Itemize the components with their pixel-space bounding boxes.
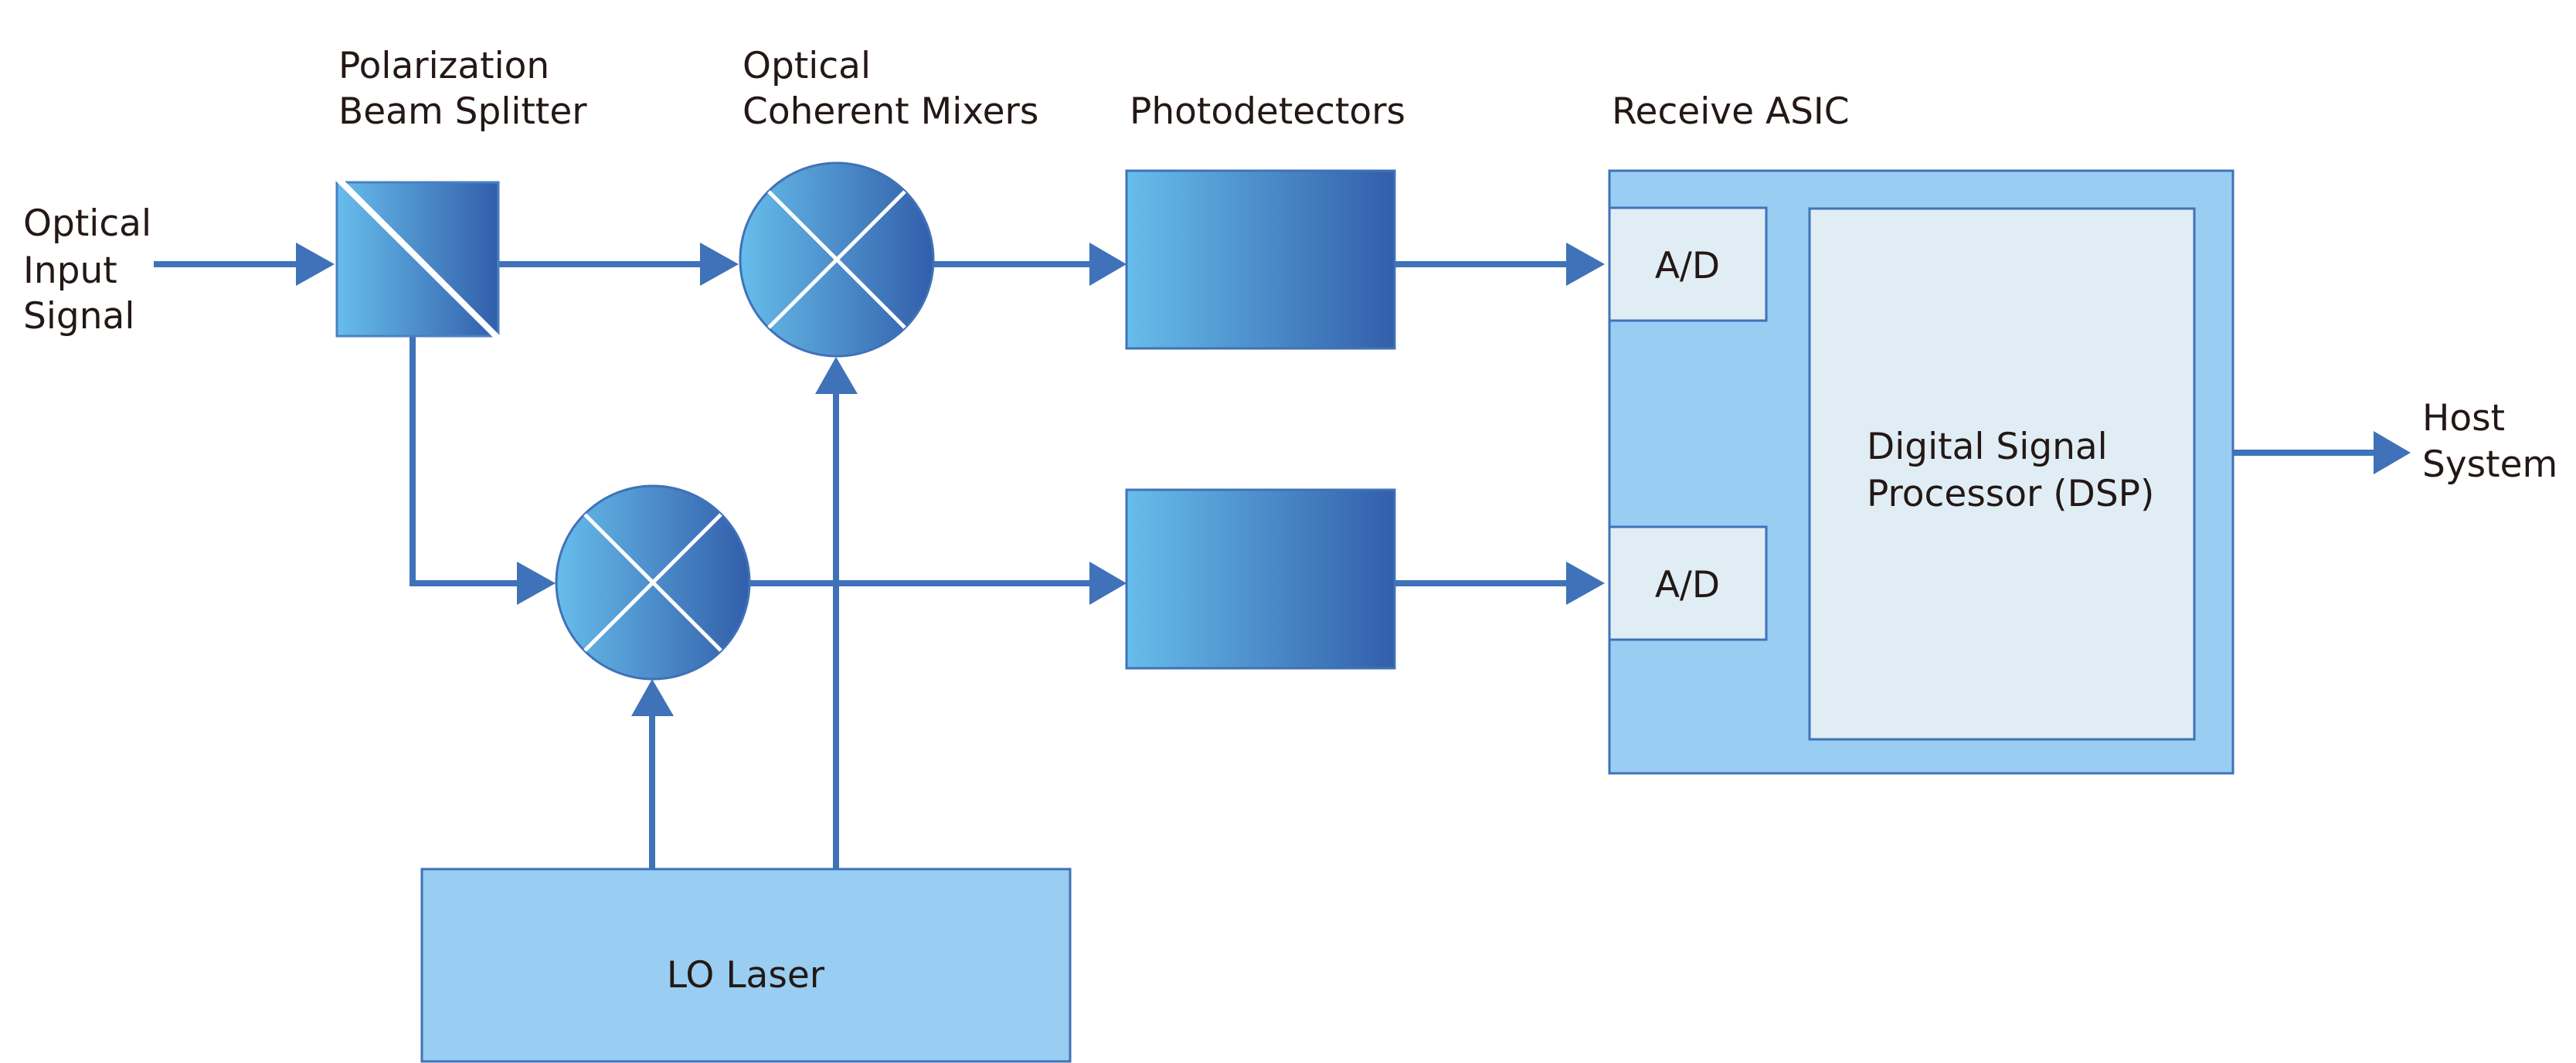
host-label-line2: System [2422,443,2557,486]
mixers-label-line1: Optical [743,45,871,87]
dsp-block [1808,207,2196,741]
input-label-line3: Signal [23,295,134,338]
arrowhead-into-splitter-icon [296,243,335,286]
mixer-cross-icon [767,190,906,329]
ad-bottom-label: A/D [1655,564,1720,606]
arrowhead-into-bottom-mixer-icon [517,562,556,605]
arrowhead-lo-to-bottom-mixer-icon [631,679,674,716]
optical-coherent-mixer-top [739,161,935,358]
arrowhead-into-ad2-icon [1566,562,1605,605]
dsp-label-line2: Processor (DSP) [1867,473,2154,515]
arrowhead-into-ad1-icon [1566,243,1605,286]
signal-wires [154,261,2376,869]
lo-laser: LO Laser [420,868,1072,1063]
ad-top-label: A/D [1655,245,1720,287]
photodetector-top [1125,169,1396,350]
arrowheads [296,243,2411,716]
splitter-label-line2: Beam Splitter [338,90,587,133]
ad-converter-top [1608,206,1768,322]
optical-coherent-mixer-bottom [555,484,751,681]
arrowhead-into-host-icon [2374,431,2411,474]
input-label-line1: Optical [23,202,151,245]
arrowhead-into-pd2-icon [1089,562,1127,605]
photodetectors-label: Photodetectors [1130,90,1405,133]
dsp-label-line1: Digital Signal [1867,426,2108,468]
mixers-label-line2: Coherent Mixers [743,90,1038,133]
host-label-line1: Host [2422,397,2505,440]
ad-converter-bottom [1608,525,1768,641]
mixer-cross-icon [583,513,722,652]
arrowhead-into-top-mixer-icon [700,243,739,286]
polarization-beam-splitter [335,177,501,341]
photodetector-bottom [1125,488,1396,670]
input-label-line2: Input [23,250,117,292]
lo-laser-label: LO Laser [667,954,825,997]
splitter-label-line1: Polarization [338,45,549,87]
arrowhead-lo-to-top-mixer-icon [815,357,858,394]
component-labels: Optical Input Signal Polarization Beam S… [23,45,2557,486]
arrowhead-into-pd1-icon [1089,243,1127,286]
splitter-diagonal-icon [336,177,501,341]
receive-asic: A/D A/D Digital Signal Processor (DSP) [1608,169,2234,775]
wire-splitter-to-bottom-mixer [410,336,519,586]
asic-label: Receive ASIC [1612,90,1850,133]
